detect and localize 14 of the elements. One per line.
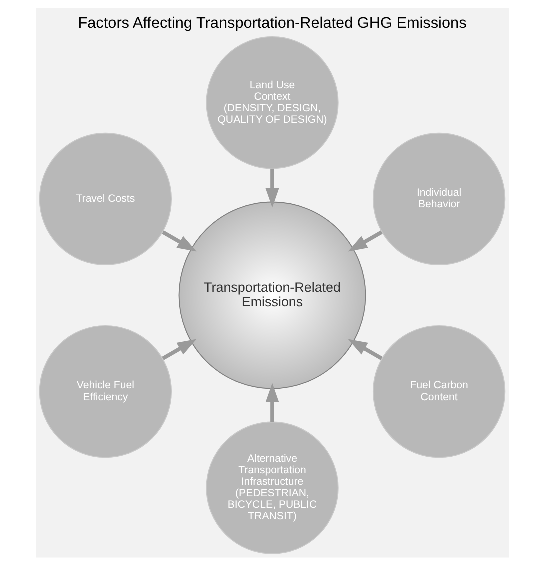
arrow xyxy=(348,339,382,360)
node-circle: Fuel Carbon Content xyxy=(372,325,506,458)
arrow xyxy=(265,168,279,208)
node-circle: Land Use Context (DENSITY, DESIGN, QUALITY OF DESIGN) xyxy=(206,36,338,170)
arrow xyxy=(162,230,196,252)
node-circle: Travel Costs xyxy=(38,132,172,266)
node-circle: Transportation-Related Emissions xyxy=(178,202,366,390)
node-circle: Individual Behavior xyxy=(372,132,506,266)
arrow xyxy=(265,383,279,422)
node-circle: Alternative Transportation Infrastructure (PEDESTRIAN, BICYCLE, PUBLIC TRANSIT) xyxy=(206,422,338,554)
arrow xyxy=(162,339,196,360)
diagram-title: Factors Affecting Transportation-Related GHG Emissions xyxy=(78,15,466,32)
arrow xyxy=(348,230,382,252)
node-circle: Vehicle Fuel Efficiency xyxy=(38,325,172,458)
